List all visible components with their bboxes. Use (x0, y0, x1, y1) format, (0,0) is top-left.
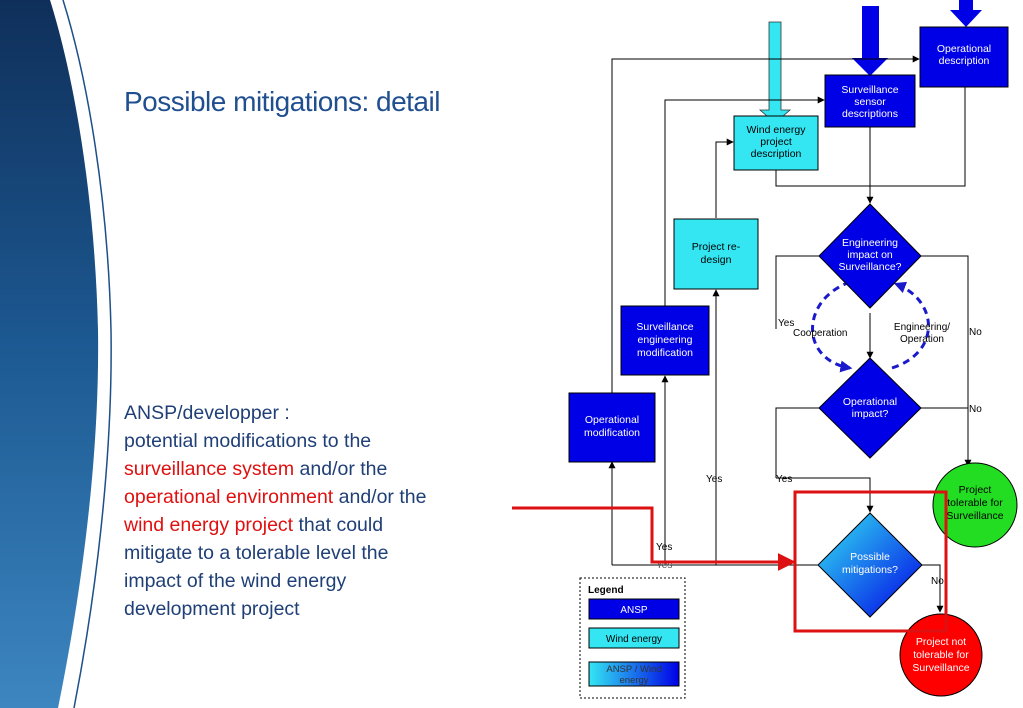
body-text: ANSP/developper : potential modification… (124, 399, 504, 623)
opmod-line-2: modification (584, 427, 640, 439)
op-impact-line-1: Operational (843, 396, 897, 408)
wind-energy-project-box[interactable]: Wind energy project description (733, 115, 819, 171)
wind-line-3: description (751, 148, 802, 160)
engineering-impact-diamond[interactable]: Engineering impact on Surveillance? (818, 203, 922, 309)
wind-line-1: Wind energy (747, 124, 807, 136)
not-tolerable-line-2: tolerable for (913, 649, 969, 661)
legend-both-1: ANSP / Wind (606, 664, 661, 675)
possible-mitigations-diamond[interactable]: Possible mitigations? (817, 512, 923, 618)
body-intro: ANSP/developper : (124, 402, 290, 424)
legend-both-2: energy (619, 675, 648, 686)
highlight-surveillance-system: surveillance system (124, 458, 295, 480)
label-yes-engineering: Yes (778, 318, 794, 329)
surveillance-engineering-box[interactable]: Surveillance engineering modification (620, 305, 710, 376)
connector-lines (608, 55, 972, 613)
label-yes-operational: Yes (776, 474, 792, 485)
operational-description-box[interactable]: Operational description (919, 26, 1009, 88)
legend-title: Legend (588, 585, 624, 596)
not-tolerable-line-1: Project not (916, 636, 966, 648)
label-no-mitigation: No (931, 576, 944, 587)
body-line-5: mitigate to a tolerable level the (124, 542, 389, 564)
label-cooperation: Cooperation (793, 328, 847, 339)
tolerable-line-1: Project (959, 484, 992, 496)
project-tolerable-circle[interactable]: Project tolerable for Surveillance (932, 462, 1018, 548)
side-decoration (0, 0, 112, 708)
operational-modification-box[interactable]: Operational modification (568, 392, 656, 463)
sensor-line-1: Surveillance (841, 84, 898, 96)
operational-impact-diamond[interactable]: Operational impact? (818, 357, 922, 459)
highlight-operational-environment: operational environment (124, 486, 334, 508)
legend: Legend ANSP Wind energy ANSP / Wind ener… (579, 577, 686, 699)
redesign-line-2: design (701, 254, 732, 266)
body-line-2-rest: and/or the (294, 458, 388, 480)
mit-line-2: mitigations? (842, 564, 898, 576)
body-line-2: surveillance system and/or the (124, 455, 504, 483)
label-yes-mitigation-2: Yes (656, 560, 672, 571)
sensor-line-2: sensor (854, 96, 886, 108)
cycle-arrows (811, 280, 930, 373)
eng-line-3: modification (637, 347, 693, 359)
sensor-line-3: descriptions (842, 108, 898, 120)
eng-line-1: Surveillance (636, 321, 693, 333)
body-line-4: wind energy project that could (124, 511, 504, 539)
tolerable-line-3: Surveillance (946, 510, 1003, 522)
body-line-3-rest: and/or the (333, 486, 427, 508)
body-line-6: impact of the wind energy (124, 570, 347, 592)
body-line-3: operational environment and/or the (124, 483, 504, 511)
label-engineering-operation-2: Operation (900, 334, 944, 345)
op-desc-line-1: Operational (937, 43, 991, 55)
label-no-engineering: No (969, 327, 982, 338)
wind-line-2: project (760, 136, 792, 148)
legend-wind: Wind energy (606, 634, 662, 645)
body-line-1: potential modifications to the (124, 430, 372, 452)
tolerable-line-2: tolerable for (947, 497, 1003, 509)
legend-ansp: ANSP (620, 605, 648, 616)
eng-line-2: engineering (638, 334, 693, 346)
label-yes-mitigation: Yes (656, 542, 672, 553)
project-redesign-box[interactable]: Project re- design (673, 218, 759, 290)
label-engineering-operation-1: Engineering/ (894, 322, 950, 333)
body-line-4-rest: that could (293, 514, 384, 536)
opmod-line-1: Operational (585, 414, 639, 426)
label-no-operational: No (969, 404, 982, 415)
op-impact-line-2: impact? (852, 408, 889, 420)
edge-labels: Yes Cooperation Engineering/ Operation N… (656, 318, 982, 587)
eng-impact-line-3: Surveillance? (838, 261, 901, 273)
slide-title: Possible mitigations: detail (124, 86, 440, 117)
op-desc-line-2: description (939, 55, 990, 67)
eng-impact-line-2: impact on (847, 249, 893, 261)
project-not-tolerable-circle[interactable]: Project not tolerable for Surveillance (899, 613, 983, 697)
highlight-frame (512, 490, 948, 633)
surveillance-sensor-box[interactable]: Surveillance sensor descriptions (824, 74, 916, 128)
label-yes-redesign: Yes (706, 474, 722, 485)
redesign-line-1: Project re- (692, 241, 741, 253)
not-tolerable-line-3: Surveillance (912, 662, 969, 674)
body-line-7: development project (124, 598, 300, 620)
mit-line-1: Possible (850, 551, 890, 563)
eng-impact-line-1: Engineering (842, 237, 898, 249)
highlight-wind-energy-project: wind energy project (124, 514, 294, 536)
